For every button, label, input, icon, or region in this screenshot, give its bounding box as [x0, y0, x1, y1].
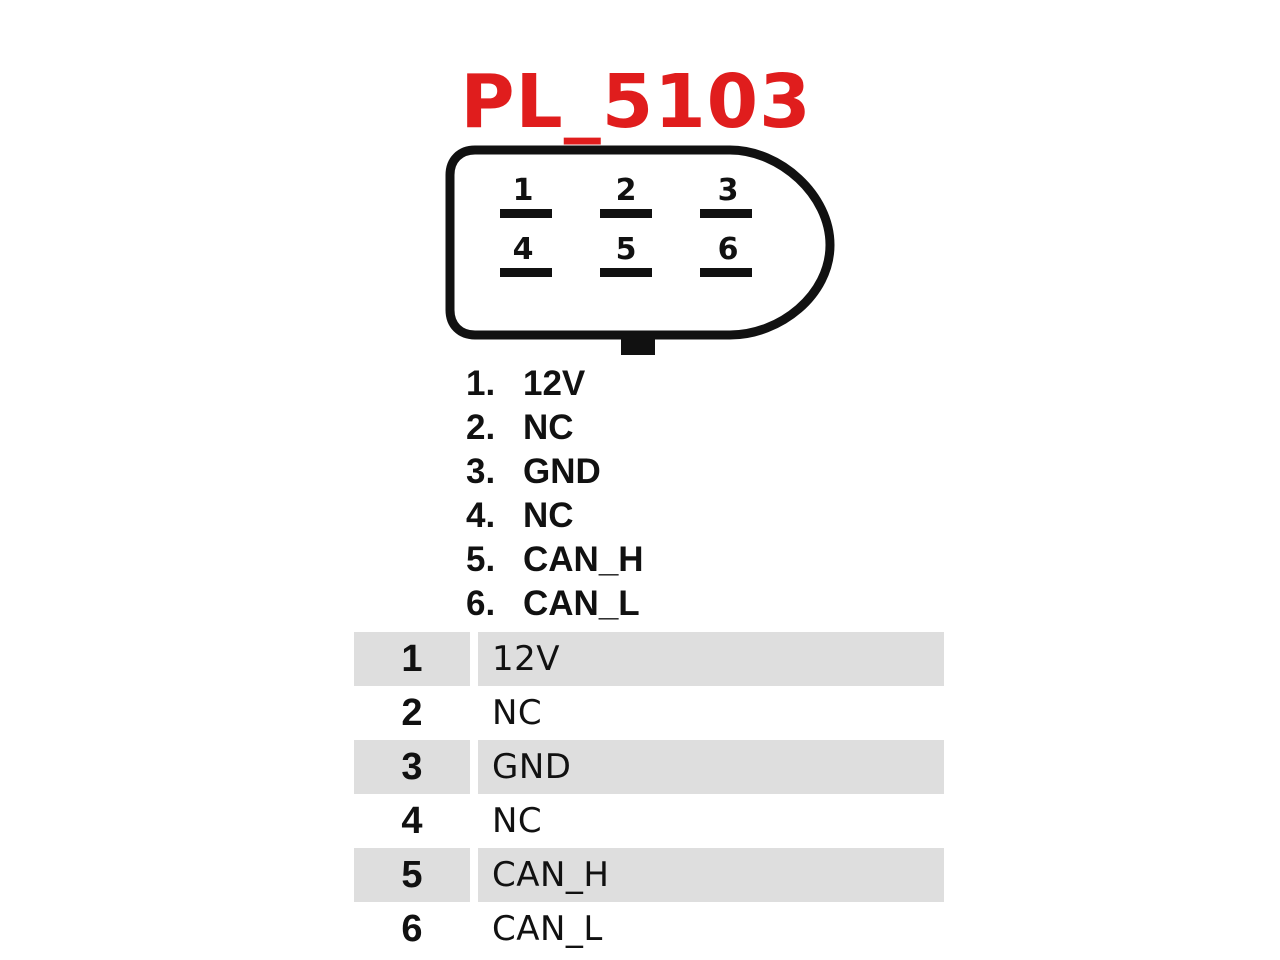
table-cell-pin: 4 — [354, 794, 478, 848]
list-item-signal: 12V — [523, 364, 586, 403]
pin-contact-2 — [600, 209, 652, 218]
connector-title: PL_5103 — [460, 59, 812, 145]
list-item: 5. CAN_H — [466, 538, 644, 582]
pin-label-5: 5 — [616, 232, 637, 267]
table-cell-signal: CAN_H — [478, 848, 944, 902]
pin-label-4: 4 — [513, 232, 534, 267]
table-cell-pin: 5 — [354, 848, 478, 902]
table-cell-signal: CAN_L — [478, 902, 944, 956]
pin-label-1: 1 — [513, 173, 534, 208]
pin-contact-6 — [700, 268, 752, 277]
list-item-number: 3. — [466, 452, 496, 491]
table-row: 5 CAN_H — [354, 848, 944, 902]
list-item-signal: CAN_L — [523, 584, 640, 623]
list-item: 2. NC — [466, 406, 644, 450]
list-item: 3. GND — [466, 450, 644, 494]
pin-contact-5 — [600, 268, 652, 277]
table-cell-signal: 12V — [478, 632, 944, 686]
list-item-number: 2. — [466, 408, 496, 447]
table-row: 1 12V — [354, 632, 944, 686]
pin-label-2: 2 — [616, 173, 637, 208]
table-cell-pin: 2 — [354, 686, 478, 740]
list-item-number: 1. — [466, 364, 496, 403]
connector-outline-diagram: 1 2 3 4 5 6 — [445, 145, 835, 355]
table-row: 3 GND — [354, 740, 944, 794]
pin-assignment-table: 1 12V 2 NC 3 GND 4 NC 5 CAN_H 6 CAN_L — [354, 632, 944, 956]
connector-key-tab — [621, 333, 655, 355]
pin-contact-3 — [700, 209, 752, 218]
pin-contact-1 — [500, 209, 552, 218]
list-item-signal: CAN_H — [523, 540, 644, 579]
list-item-number: 6. — [466, 584, 496, 623]
table-cell-signal: NC — [478, 686, 944, 740]
connector-housing — [445, 145, 835, 340]
list-item-signal: NC — [523, 496, 574, 535]
table-cell-pin: 6 — [354, 902, 478, 956]
list-item: 1. 12V — [466, 362, 644, 406]
pin-assignment-list: 1. 12V 2. NC 3. GND 4. NC 5. CAN_H 6. CAN_L — [466, 362, 644, 626]
list-item: 4. NC — [466, 494, 644, 538]
table-cell-pin: 3 — [354, 740, 478, 794]
table-cell-pin: 1 — [354, 632, 478, 686]
list-item-signal: NC — [523, 408, 574, 447]
pin-label-6: 6 — [718, 232, 739, 267]
table-row: 6 CAN_L — [354, 902, 944, 956]
list-item-number: 5. — [466, 540, 496, 579]
pin-label-3: 3 — [718, 173, 739, 208]
table-row: 4 NC — [354, 794, 944, 848]
list-item-signal: GND — [523, 452, 601, 491]
list-item-number: 4. — [466, 496, 496, 535]
pin-contact-4 — [500, 268, 552, 277]
table-cell-signal: NC — [478, 794, 944, 848]
table-cell-signal: GND — [478, 740, 944, 794]
list-item: 6. CAN_L — [466, 582, 644, 626]
table-row: 2 NC — [354, 686, 944, 740]
